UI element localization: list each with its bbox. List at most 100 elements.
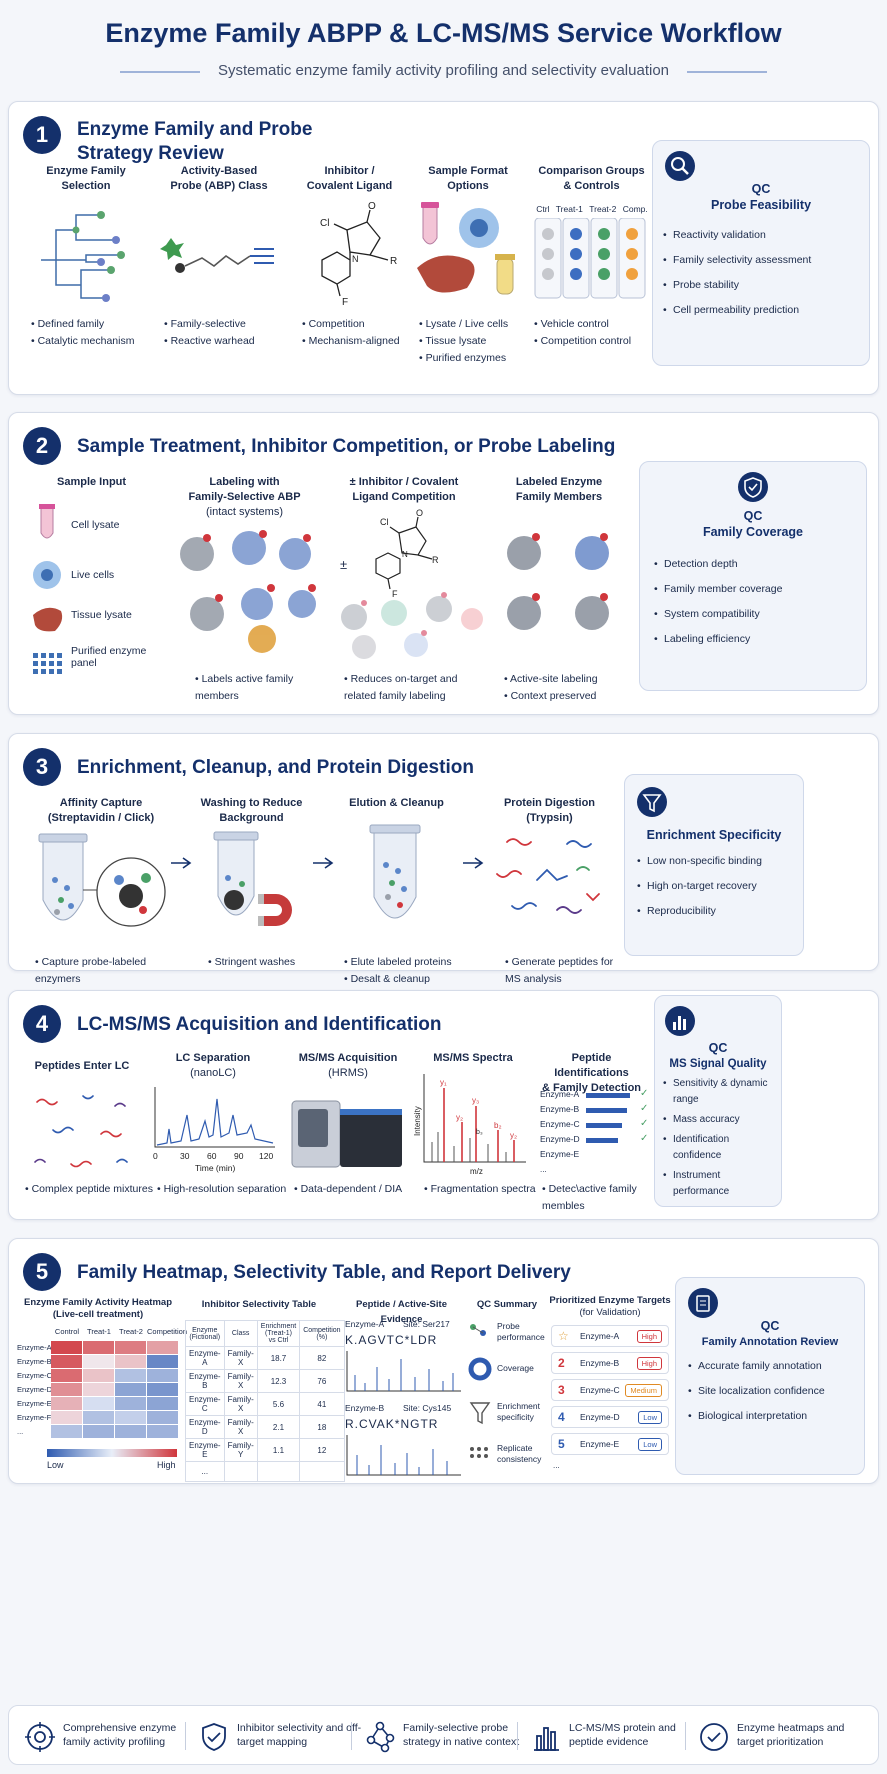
elution-tube-icon [369, 824, 421, 919]
table-header: Competition (%) [299, 1320, 345, 1347]
svg-text:m/z: m/z [470, 1167, 483, 1176]
svg-text:Cl: Cl [320, 218, 329, 229]
labeled-enzymes-illustration [180, 530, 316, 653]
heatmap-cell [51, 1425, 82, 1438]
heatmap-col-label: Competition [147, 1327, 188, 1336]
step-arrow-icon [313, 857, 334, 869]
id-bar [586, 1108, 627, 1113]
id-bar [586, 1093, 630, 1098]
heatmap-cell [51, 1383, 82, 1396]
step-number: 3 [23, 748, 61, 786]
priority-badge: High [636, 1357, 662, 1370]
footer-item: Family-selective probe strategy in nativ… [357, 1716, 519, 1756]
heatmap-color-scale [47, 1449, 177, 1457]
heatmap-cell [83, 1341, 114, 1354]
rank-badge: 5 [558, 1437, 565, 1451]
peptide-mix-illustration [34, 1095, 128, 1168]
heatmap-cell [51, 1411, 82, 1424]
sequence-b: R.CVAK*NGTR [345, 1417, 439, 1431]
svg-text:y₂: y₂ [510, 1131, 517, 1140]
check-icon: ✓ [640, 1118, 649, 1129]
heatmap-row-label: Enzyme-B [17, 1357, 52, 1366]
heatmap-cell [115, 1355, 146, 1368]
heatmap-cell [83, 1383, 114, 1396]
target-icon [25, 1722, 55, 1752]
check-icon: ✓ [640, 1103, 649, 1114]
heatmap-cell [115, 1383, 146, 1396]
qc-summary-icons [468, 1324, 492, 1458]
heatmap-cell [147, 1425, 178, 1438]
rank-badge: ☆ [558, 1329, 569, 1343]
section-title: Enrichment, Cleanup, and Protein Digesti… [77, 757, 474, 778]
heatmap-cell [115, 1411, 146, 1424]
qc-ms-signal-quality: QC MS Signal Quality Sensitivity & dynam… [654, 995, 782, 1207]
heatmap-cell [83, 1355, 114, 1368]
svg-text:O: O [368, 201, 376, 212]
evidence-spectrum-b [346, 1435, 461, 1476]
heatmap-cell [115, 1425, 146, 1438]
probe-molecule-icon [160, 238, 274, 273]
heatmap-cell [147, 1355, 178, 1368]
svg-text:0: 0 [153, 1151, 158, 1161]
magnifier-icon [665, 151, 695, 181]
id-enzyme-label: Enzyme-E [540, 1149, 580, 1159]
peptide-fragments-illustration [496, 838, 600, 914]
table-header: Class [223, 1320, 258, 1347]
col-inhibitor: Inhibitor /Covalent Ligand O Cl R N F Co… [292, 164, 407, 347]
col-elution: Elution & Cleanup Elute labeled proteins… [334, 796, 459, 985]
section-3: 3 Enrichment, Cleanup, and Protein Diges… [8, 733, 879, 985]
heatmap-cell [147, 1411, 178, 1424]
heatmap-cell [147, 1397, 178, 1410]
svg-text:30: 30 [180, 1151, 190, 1161]
qc-summary: QC Summary Probe performance Coverage En… [467, 1297, 547, 1464]
section-title: Family Heatmap, Selectivity Table, and R… [77, 1262, 571, 1283]
step-arrow-icon [171, 857, 192, 869]
bar-chart-icon [534, 1727, 559, 1751]
step-number: 4 [23, 1005, 61, 1043]
subtitle-rule-left [120, 71, 200, 73]
heatmap-row-label: Enzyme-C [17, 1371, 53, 1380]
heatmap-cell [115, 1397, 146, 1410]
qc-family-coverage: QC Family Coverage Detection depthFamily… [639, 461, 867, 691]
page-subtitle: Systematic enzyme family activity profil… [217, 62, 670, 79]
heatmap-cell [115, 1341, 146, 1354]
svg-text:R: R [432, 555, 439, 565]
rank-badge: 4 [558, 1410, 565, 1424]
check-icon: ✓ [640, 1088, 649, 1099]
heatmap-col-label: Control [54, 1327, 80, 1336]
check-icon: ✓ [640, 1133, 649, 1144]
footer-item: Inhibitor selectivity and off-target map… [191, 1716, 361, 1756]
footer-item: LC-MS/MS protein and peptide evidence [523, 1716, 683, 1756]
heatmap-row-label: Enzyme-A [17, 1343, 52, 1352]
page-title: Enzyme Family ABPP & LC-MS/MS Service Wo… [105, 18, 782, 48]
col-peptide-ids: Peptide Identifications& Family Detectio… [534, 1051, 649, 1212]
svg-text:Time (min): Time (min) [195, 1163, 235, 1173]
subtitle-rule-right [687, 71, 767, 73]
rank-badge: 3 [558, 1383, 565, 1397]
priority-badge: Low [638, 1411, 662, 1424]
section-title: LC-MS/MS Acquisition and Identification [77, 1014, 442, 1035]
section-4: 4 LC-MS/MS Acquisition and Identificatio… [8, 990, 879, 1220]
mass-spectrometer-icon [291, 1100, 402, 1168]
sample-formats-icon [417, 202, 515, 295]
step-number: 5 [23, 1253, 61, 1291]
svg-text:N: N [402, 550, 408, 559]
id-enzyme-label: Enzyme-C [540, 1119, 580, 1129]
svg-text:Intensity: Intensity [414, 1106, 422, 1136]
